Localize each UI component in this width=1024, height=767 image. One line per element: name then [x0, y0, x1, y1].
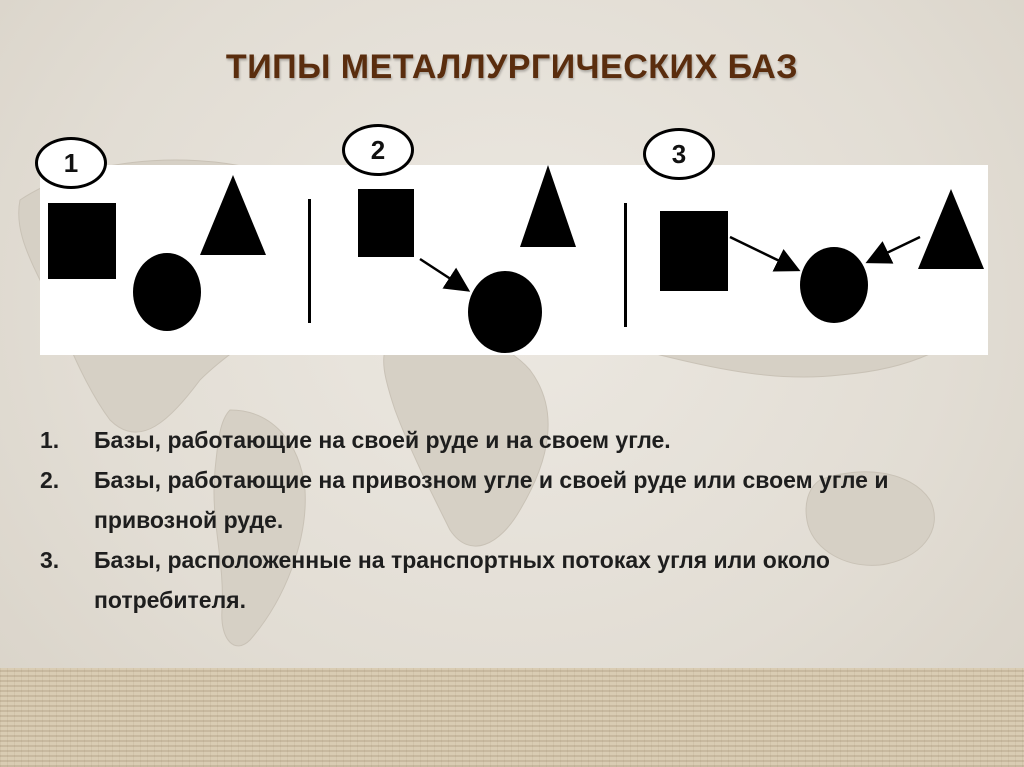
divider-1	[308, 199, 311, 323]
list-item-1: 1. Базы, работающие на своей руде и на с…	[40, 420, 970, 460]
list-item-text: Базы, расположенные на транспортных пото…	[94, 547, 830, 613]
square-shape-2	[358, 189, 414, 257]
triangle-shape-3	[918, 189, 984, 269]
list-item-number: 3.	[40, 547, 60, 573]
arrow-ore-to-plant-3	[729, 235, 801, 272]
list-item-number: 2.	[40, 467, 60, 493]
circle-shape-3	[800, 247, 868, 323]
triangle-shape-2	[520, 165, 576, 247]
list-item-number: 1.	[40, 427, 60, 453]
list-item-text: Базы, работающие на привозном угле и сво…	[94, 467, 889, 533]
arrow-ore-to-plant-2	[419, 257, 471, 292]
bases-list: 1. Базы, работающие на своей руде и на с…	[40, 420, 970, 620]
badge-2: 2	[342, 124, 414, 176]
diagram-panel	[40, 165, 988, 355]
circle-shape-2	[468, 271, 542, 353]
decorative-strip	[0, 668, 1024, 767]
list-item-3: 3. Базы, расположенные на транспортных п…	[40, 540, 970, 620]
divider-2	[624, 203, 627, 327]
arrow-coal-to-plant-3	[865, 235, 921, 264]
slide-title: ТИПЫ МЕТАЛЛУРГИЧЕСКИХ БАЗ	[225, 48, 799, 86]
square-shape-3	[660, 211, 728, 291]
list-item-text: Базы, работающие на своей руде и на свое…	[94, 427, 671, 453]
badge-1: 1	[35, 137, 107, 189]
circle-shape-1	[133, 253, 201, 331]
arrows-layer	[419, 235, 921, 292]
list-item-2: 2. Базы, работающие на привозном угле и …	[40, 460, 970, 540]
badge-3: 3	[643, 128, 715, 180]
triangle-shape-1	[200, 175, 266, 255]
square-shape-1	[48, 203, 116, 279]
